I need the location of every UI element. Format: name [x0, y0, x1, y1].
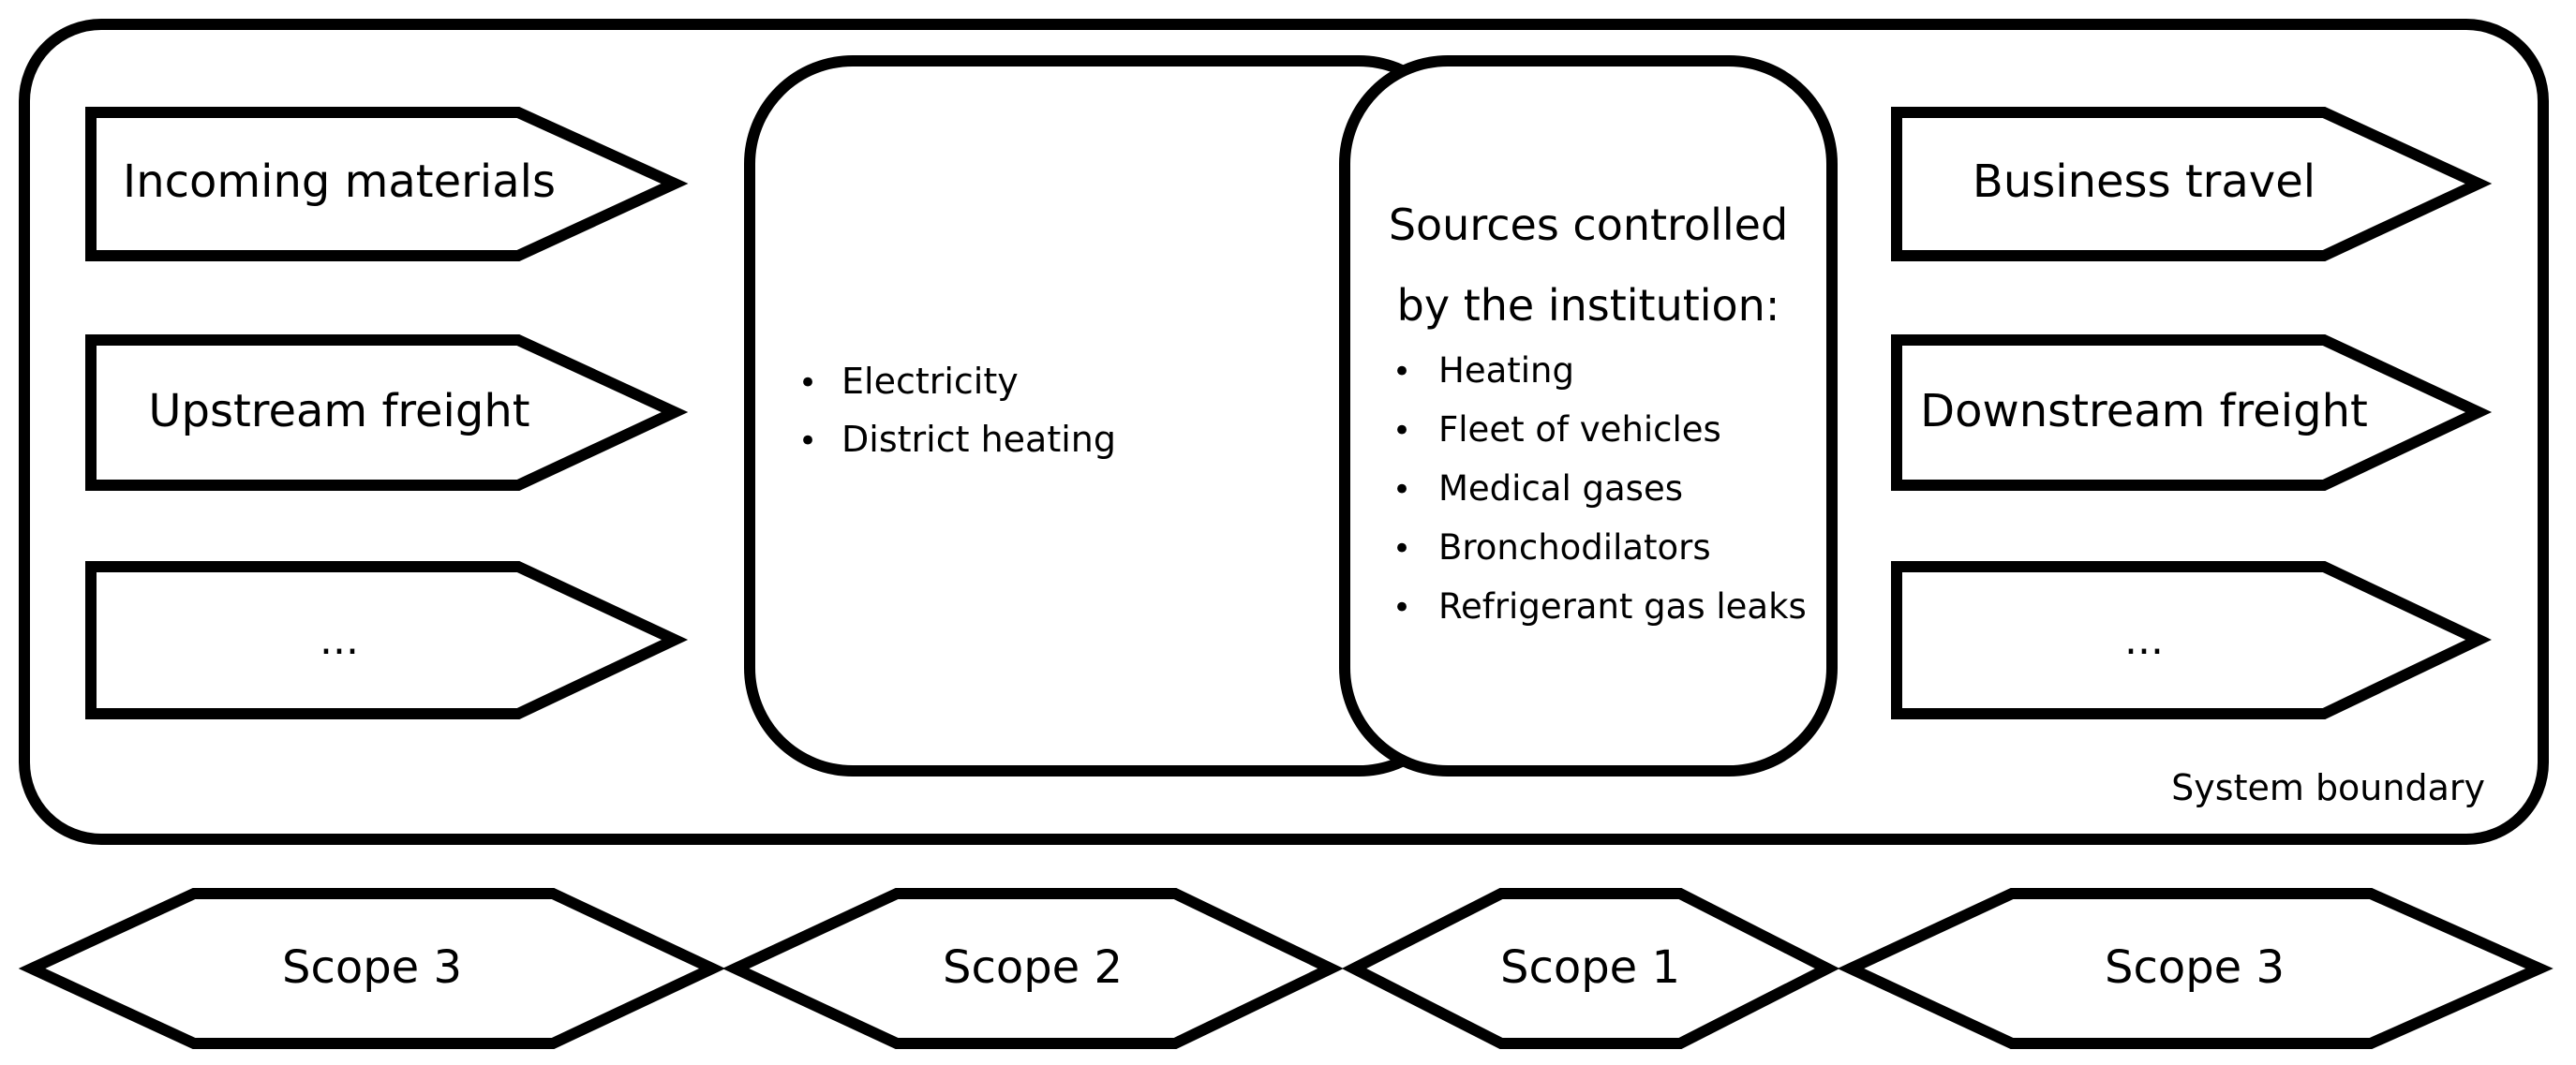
scope2-bullet-2: • [798, 422, 817, 460]
downstream-arrow-2 [1891, 334, 2493, 491]
scope-hexagon-1 [1341, 888, 1840, 1049]
scope1-title-line-1: Sources controlled [1389, 200, 1788, 250]
scope-hexagon-2 [722, 888, 1344, 1049]
scope1-title-line-2: by the institution: [1397, 280, 1780, 331]
system-boundary-label: System boundary [2171, 767, 2485, 808]
scope1-bullet-5: • [1392, 589, 1411, 627]
downstream-arrow-1 [1891, 107, 2493, 261]
scope1-bullet-3: • [1392, 471, 1411, 509]
scope1-item-1: Heating [1438, 350, 1574, 391]
scope1-bullet-1: • [1392, 353, 1411, 391]
scope-label-downstream-3: Scope 3 [2105, 941, 2285, 994]
scope-label-1: Scope 1 [1500, 941, 1680, 994]
scope-hexagon-downstream-3 [1837, 888, 2554, 1049]
downstream-label-1: Business travel [1973, 155, 2315, 208]
scope1-bullet-4: • [1392, 530, 1411, 568]
downstream-label-3: ... [2124, 616, 2164, 664]
scope2-item-1: Electricity [841, 361, 1019, 402]
scope2-item-2: District heating [841, 419, 1116, 460]
scope-label-2: Scope 2 [943, 941, 1123, 994]
upstream-label-2: Upstream freight [148, 385, 529, 437]
scope-hexagon-upstream-3 [18, 888, 726, 1049]
downstream-label-2: Downstream freight [1920, 385, 2368, 437]
upstream-arrow-1 [85, 107, 689, 261]
scope1-item-3: Medical gases [1438, 468, 1683, 509]
downstream-arrow-3 [1891, 561, 2492, 719]
scope1-item-2: Fleet of vehicles [1438, 409, 1721, 450]
scope2-bullet-1: • [798, 364, 817, 402]
system-boundary-box [19, 19, 2549, 845]
scope1-item-5: Refrigerant gas leaks [1438, 586, 1807, 627]
scope-label-upstream-3: Scope 3 [282, 941, 462, 994]
upstream-label-3: ... [320, 616, 359, 664]
scope1-box [1339, 55, 1838, 777]
scope1-item-4: Bronchodilators [1438, 527, 1711, 568]
scope1-bullet-2: • [1392, 412, 1411, 450]
upstream-label-1: Incoming materials [123, 155, 556, 208]
upstream-arrow-2 [85, 334, 689, 491]
upstream-arrow-3 [85, 561, 689, 719]
